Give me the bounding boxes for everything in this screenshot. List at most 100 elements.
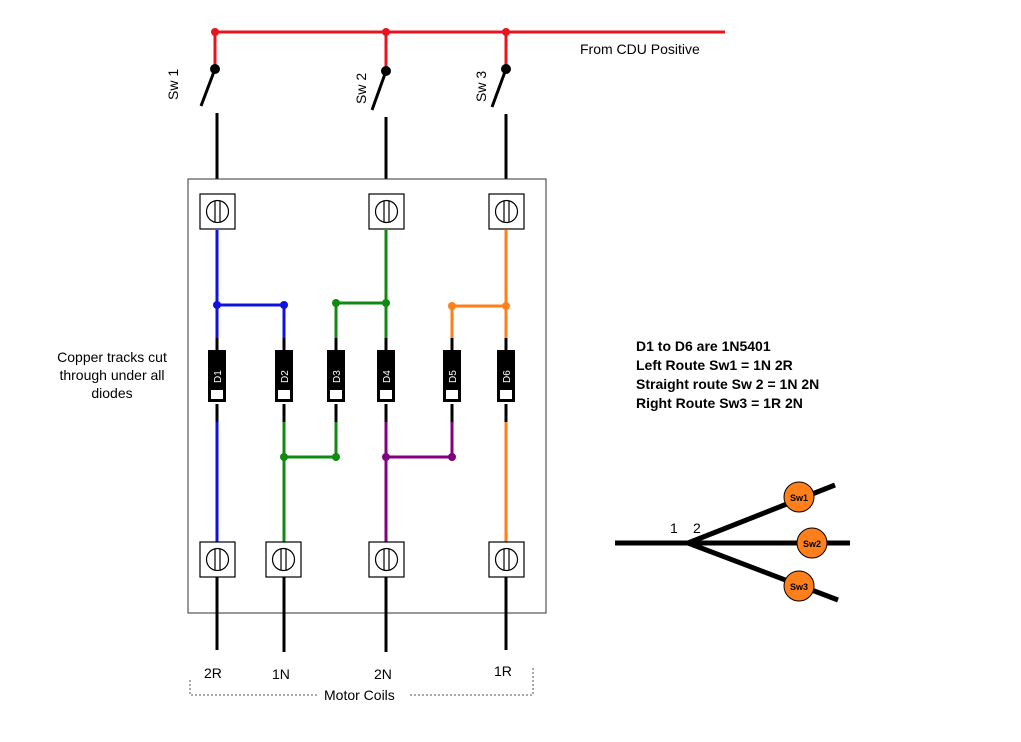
diode-d2: D2 — [275, 350, 293, 402]
junction-dot — [448, 302, 456, 310]
screw-icon — [494, 547, 519, 572]
diode-label-d6: D6 — [502, 370, 513, 383]
screw-icon — [205, 547, 230, 572]
note-line: D1 to D6 are 1N5401 — [636, 338, 771, 354]
switch-marker-icon — [783, 481, 815, 513]
track-1n — [282, 420, 338, 459]
copper-note: Copper tracks cut through under all diod… — [57, 349, 167, 401]
screw-icon — [205, 199, 230, 224]
note-line: Right Route Sw3 = 1R 2N — [636, 395, 803, 411]
output-label-1r: 1R — [494, 663, 512, 679]
copper-note-line: diodes — [91, 385, 132, 401]
junction-dot — [213, 301, 221, 309]
diode-cathode-band — [380, 390, 392, 399]
net-d1 — [213, 230, 288, 542]
diode-label-d5: D5 — [448, 370, 459, 383]
junction-dot — [382, 28, 390, 36]
turnout-label-sw1: Sw1 — [790, 493, 808, 503]
switch-label-sw3: Sw 3 — [473, 71, 489, 102]
track-2n — [384, 420, 454, 459]
terminal-bottom-2n — [368, 541, 405, 578]
screw-icon — [374, 547, 399, 572]
screw-icon — [374, 199, 399, 224]
terminal-bottom-1n — [265, 541, 302, 578]
terminal-bottom-2r — [199, 541, 236, 578]
diode-cathode-band — [330, 390, 342, 399]
switch-marker-icon — [796, 527, 828, 559]
diode-body — [377, 350, 395, 402]
turnout-sw3: Sw3 — [783, 570, 815, 602]
diode-label-d2: D2 — [280, 370, 291, 383]
diode-label-d4: D4 — [382, 370, 393, 383]
diode-d3: D3 — [327, 350, 345, 402]
track-d1-top — [215, 230, 286, 340]
diode-d4: D4 — [377, 350, 395, 402]
turnout-label-sw2: Sw2 — [803, 539, 821, 549]
diode-label-d3: D3 — [332, 370, 343, 383]
switch-label-sw2: Sw 2 — [353, 73, 369, 104]
output-label-2r: 2R — [204, 665, 222, 681]
diode-body — [208, 350, 226, 402]
net-1n — [280, 420, 340, 542]
turnout-diagram: 1 2 Sw1 Sw2 Sw3 — [615, 481, 850, 603]
diode-cathode-band — [446, 390, 458, 399]
diode-body — [497, 350, 515, 402]
net-sw2-positive — [332, 230, 390, 340]
terminal-top-sw2 — [368, 193, 405, 230]
junction-dot — [382, 299, 390, 307]
switch-label-sw1: Sw 1 — [165, 69, 181, 100]
diode-body — [327, 350, 345, 402]
diode-d6: D6 — [497, 350, 515, 402]
screw-icon — [271, 547, 296, 572]
switch-blade — [199, 68, 217, 107]
point-label-2: 2 — [693, 520, 701, 536]
switch-blade — [490, 68, 508, 108]
screw-icon — [494, 199, 519, 224]
motor-coils-bracket: Motor Coils — [189, 668, 534, 703]
notes: D1 to D6 are 1N5401 Left Route Sw1 = 1N … — [636, 338, 819, 411]
output-label-2n: 2N — [374, 666, 392, 682]
copper-note-line: Copper tracks cut — [57, 349, 167, 365]
net-sw3-positive — [448, 230, 510, 542]
output-label-1n: 1N — [272, 666, 290, 682]
stripboard — [187, 178, 547, 614]
diode-cathode-band — [500, 390, 512, 399]
diode-d5: D5 — [443, 350, 461, 402]
junction-dot — [502, 28, 510, 36]
cdu-positive-bus: From CDU Positive — [211, 28, 725, 70]
terminal-top-sw1 — [199, 193, 236, 230]
turnout-sw2: Sw2 — [796, 527, 828, 559]
diode-cathode-band — [278, 390, 290, 399]
diode-leads — [215, 338, 508, 422]
note-line: Left Route Sw1 = 1N 2R — [636, 357, 793, 373]
note-line: Straight route Sw 2 = 1N 2N — [636, 376, 819, 392]
junction-dot — [382, 453, 390, 461]
copper-note-line: through under all — [59, 367, 164, 383]
switch-marker-icon — [783, 570, 815, 602]
switch-sw2: Sw 2 — [353, 66, 391, 111]
diode-body — [275, 350, 293, 402]
junction-dot — [280, 301, 288, 309]
junction-dot — [280, 453, 288, 461]
diode-body — [443, 350, 461, 402]
switch-sw1: Sw 1 — [165, 64, 220, 107]
junction-dot — [502, 302, 510, 310]
terminal-bottom-1r — [488, 541, 525, 578]
point-label-1: 1 — [670, 520, 678, 536]
diode-d1: D1 — [208, 350, 226, 402]
switch-blade — [370, 70, 388, 111]
junction-dot — [448, 453, 456, 461]
diode-cathode-band — [211, 390, 223, 399]
cdu-positive-label: From CDU Positive — [580, 41, 700, 57]
junction-dot — [332, 453, 340, 461]
motor-coils-label: Motor Coils — [324, 687, 395, 703]
turnout-sw1: Sw1 — [783, 481, 815, 513]
junction-dot — [211, 28, 219, 36]
terminal-top-sw3 — [488, 193, 525, 230]
turnout-label-sw3: Sw3 — [790, 582, 808, 592]
junction-dot — [332, 299, 340, 307]
diode-label-d1: D1 — [213, 370, 224, 383]
switch-sw3: Sw 3 — [473, 64, 511, 108]
net-2n — [382, 420, 456, 542]
